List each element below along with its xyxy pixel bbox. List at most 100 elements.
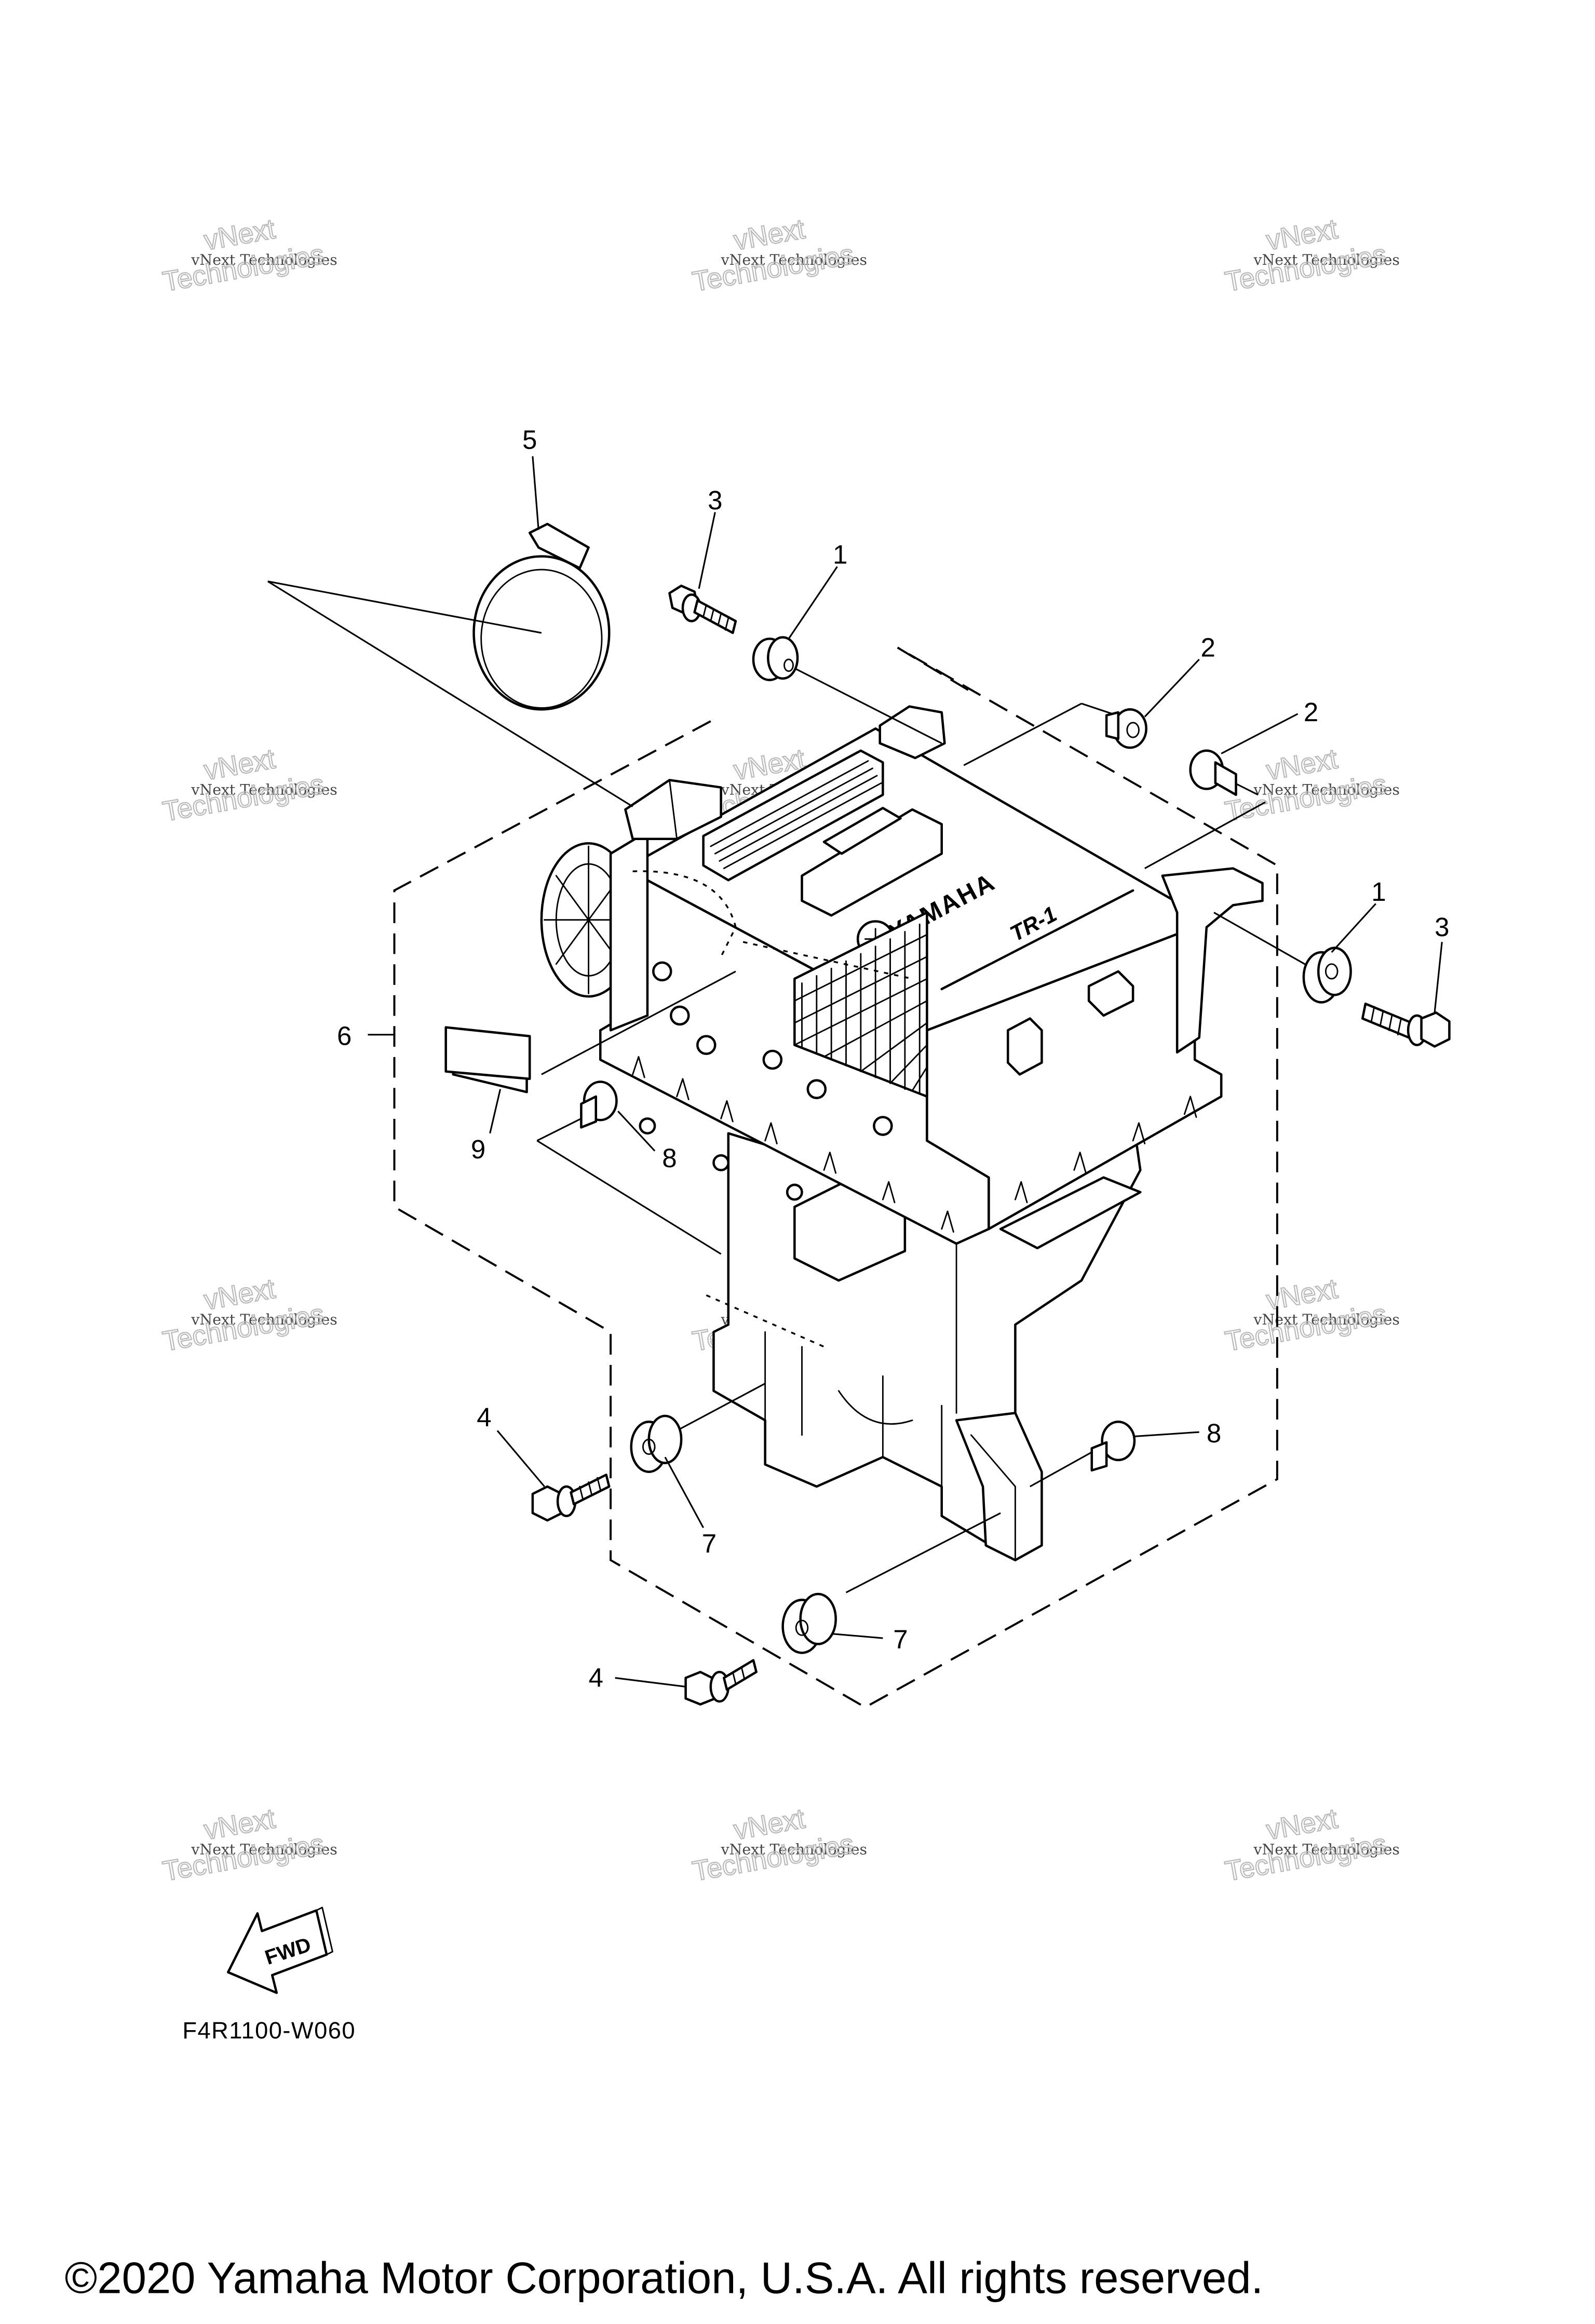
bolt-right <box>1361 1003 1451 1048</box>
alignment-line <box>845 1512 1001 1593</box>
watermark-text: vNext Technologies <box>191 1841 337 1858</box>
assembly-boundary <box>393 646 1278 1709</box>
bolt-thread <box>1370 1006 1402 1036</box>
callout-9: 9 <box>471 1134 485 1164</box>
grommet-right <box>1302 947 1352 1004</box>
grommet-hole <box>1324 963 1339 980</box>
air-box-inlet-clip-edge <box>669 779 678 840</box>
air-box-top-vent <box>702 749 884 882</box>
callout-leader <box>489 1089 502 1134</box>
watermark-text: vNext Technologies <box>1253 781 1400 799</box>
alignment-line <box>267 580 542 634</box>
callout-leader <box>496 1430 545 1488</box>
grommet-hole <box>783 658 794 672</box>
callout-leader <box>617 1111 656 1152</box>
watermark: vNext Technologies Technologies vNext <box>160 742 337 828</box>
callout-leader <box>698 512 716 589</box>
air-box-top-vent <box>822 806 902 855</box>
air-box-rim-teeth <box>632 1056 1197 1233</box>
fwd-arrow-shadow <box>315 1907 333 1955</box>
bolt-thread <box>702 604 729 631</box>
watermark: vNext Technologies Technologies vNext <box>160 1802 337 1888</box>
air-box-screw-post <box>873 1116 893 1136</box>
copyright-notice: ©2020 Yamaha Motor Corporation, U.S.A. A… <box>65 2253 1263 2303</box>
collar-sleeve <box>1105 711 1120 740</box>
leader-lines <box>267 580 1313 1593</box>
watermark: vNext Technologies Technologies vNext <box>690 213 867 299</box>
watermark-text: vNext Technologies <box>1253 251 1400 268</box>
air-box-screw-post <box>670 1005 690 1026</box>
grommet-face <box>767 636 799 680</box>
hose-clamp <box>472 522 611 711</box>
air-box-lower-rib <box>764 1221 1016 1488</box>
caution-label-sheet <box>444 1026 531 1080</box>
callout-leader <box>1331 903 1376 953</box>
callout-leader <box>664 1456 704 1529</box>
callout-leader <box>1144 658 1200 718</box>
hose-clamp-screw-housing <box>528 522 590 570</box>
watermark-text: vNext Technologies <box>191 251 337 268</box>
watermark-text: vNext Technologies <box>191 781 337 799</box>
callout-7: 7 <box>893 1625 908 1654</box>
callout-1: 1 <box>833 540 847 570</box>
diagram-code: F4R1100-W060 <box>182 2017 356 2044</box>
bolt-shank <box>693 599 737 634</box>
callout-labels: 5 3 1 2 2 1 3 6 9 8 4 8 7 7 4 <box>337 425 1449 1693</box>
grommet-hole <box>642 1438 656 1455</box>
air-box-screw-post <box>639 1117 656 1134</box>
collar-hole <box>1126 722 1140 738</box>
watermark-text: vNext Technologies <box>721 251 867 268</box>
callout-leader <box>1434 942 1443 1013</box>
watermark: vNext Technologies Technologies vNext <box>1222 1273 1400 1358</box>
callout-4: 4 <box>589 1663 603 1693</box>
hose-clamp-band <box>472 555 611 711</box>
callout-8: 8 <box>1207 1418 1221 1448</box>
bolt-thread <box>732 1667 746 1685</box>
callout-8: 8 <box>662 1143 677 1173</box>
grommet-face <box>647 1414 683 1464</box>
air-box-side-flange <box>999 1176 1142 1250</box>
callout-leader <box>831 1632 883 1639</box>
collar-right <box>1189 749 1237 796</box>
bolt-head <box>1420 1011 1451 1048</box>
watermark: vNext Technologies Technologies vNext <box>1222 1802 1400 1888</box>
bolt-shank <box>723 1659 758 1691</box>
air-box-screw-post <box>786 1183 803 1201</box>
callout-2: 2 <box>1304 697 1318 727</box>
collar-sleeve <box>580 1095 598 1129</box>
callout-leader <box>1221 713 1299 754</box>
callout-leader <box>615 1677 686 1688</box>
air-box-mounting-ear <box>1161 867 1264 1054</box>
air-box-assembly: YAMAHA TR-1 <box>540 705 1264 1562</box>
alignment-line <box>536 1140 722 1255</box>
air-box-mesh-pattern <box>793 923 928 1095</box>
air-box-screw-post <box>652 961 672 982</box>
air-box-latch <box>1087 970 1134 1017</box>
air-box-rear-bracket-edge <box>970 1434 1016 1561</box>
callout-5: 5 <box>522 425 537 455</box>
air-box-hidden-edge <box>632 870 737 957</box>
watermark-text: vNext Technologies <box>721 1841 867 1858</box>
callout-leader <box>1133 1431 1199 1438</box>
bolt-thread <box>579 1477 601 1499</box>
alignment-line <box>1213 912 1313 969</box>
air-box-rear-bracket <box>955 1412 1043 1562</box>
grommet-lower-left <box>630 1414 683 1473</box>
air-box-screw-post <box>762 1049 783 1070</box>
air-box-latch <box>1006 1017 1043 1076</box>
callout-2: 2 <box>1201 632 1215 662</box>
collar-left <box>580 1080 618 1129</box>
air-box-screw-post <box>712 1154 730 1171</box>
callout-6: 6 <box>337 1021 352 1051</box>
bolt-upper <box>668 584 737 634</box>
alignment-line <box>536 1117 582 1142</box>
callout-leaders <box>368 456 1443 1688</box>
watermark: vNext Technologies Technologies vNext <box>1222 742 1400 828</box>
callout-leader <box>532 456 539 530</box>
collar-sleeve <box>1214 761 1237 796</box>
grommet-bottom <box>781 1592 837 1654</box>
watermark: vNext Technologies Technologies vNext <box>1222 213 1400 299</box>
callout-3: 3 <box>708 485 722 515</box>
callout-4: 4 <box>477 1402 491 1432</box>
